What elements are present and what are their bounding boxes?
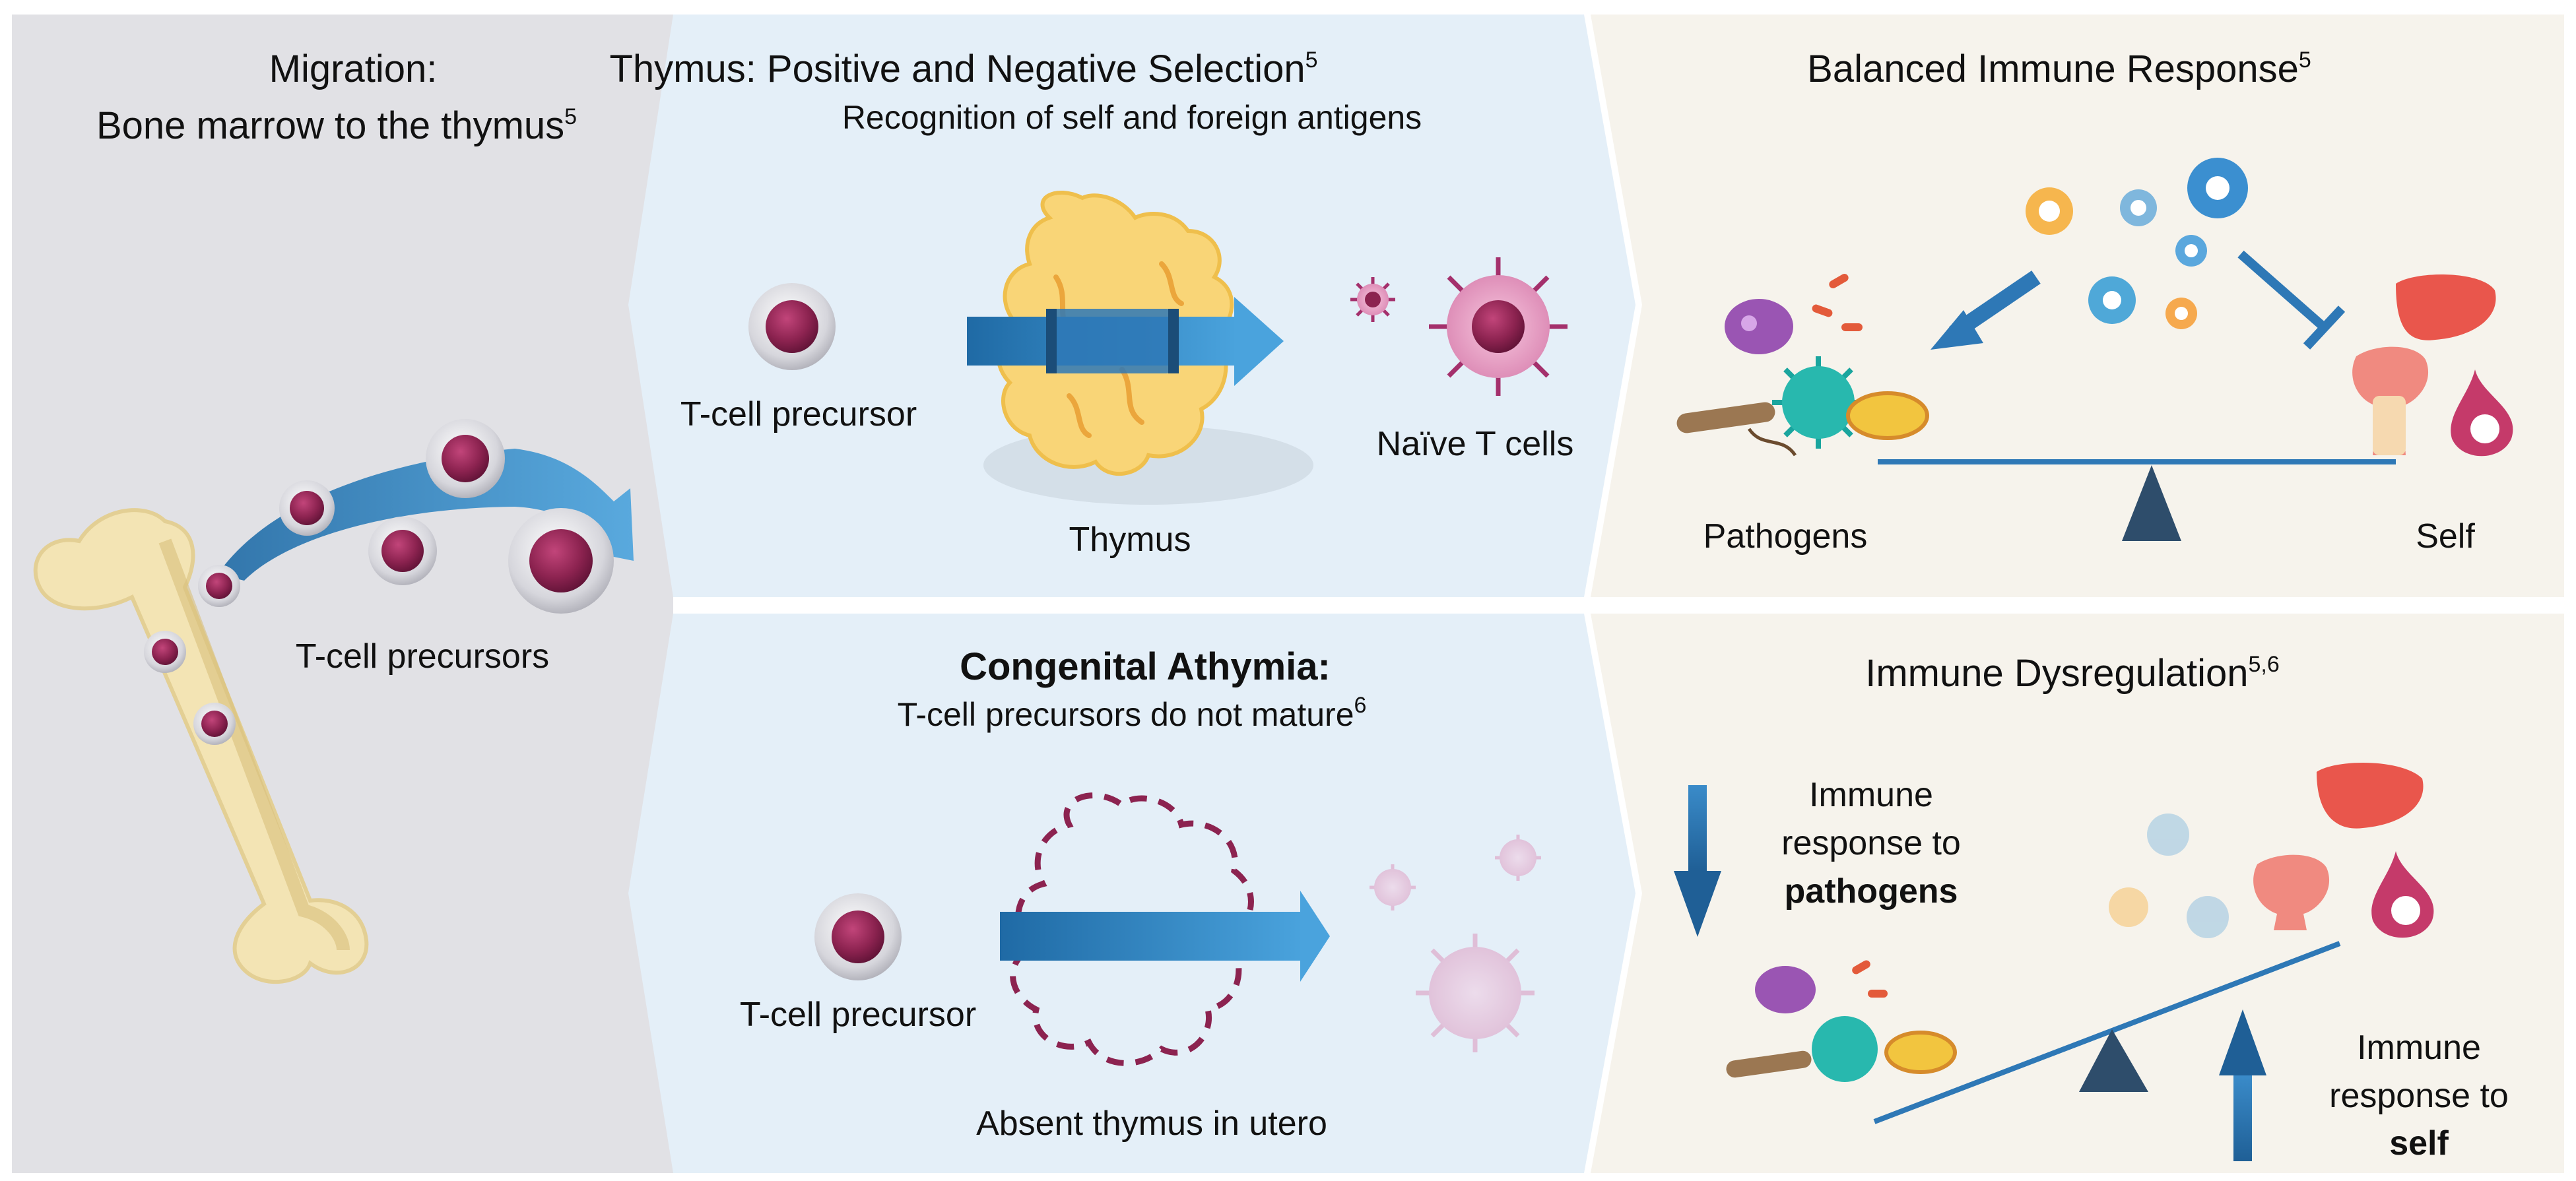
down-label-line3: pathogens	[1785, 872, 1958, 910]
down-label-line1: Immune	[1809, 776, 1933, 814]
migration-panel	[12, 15, 673, 1173]
tilted-seesaw-icon	[1873, 941, 2341, 1124]
precursor-cell-icon-athymia	[814, 893, 902, 980]
selection-precursor-label: T-cell precursor	[680, 395, 917, 433]
bone-icon	[33, 508, 369, 984]
down-arrow-icon	[1674, 785, 1721, 937]
precursor-cell-icon	[748, 283, 836, 370]
inhibit-self-bar-icon	[2237, 250, 2346, 350]
self-organs-icon	[2352, 274, 2513, 457]
up-label-line3: self	[2389, 1124, 2449, 1163]
migration-cells-label: T-cell precursors	[296, 637, 549, 676]
selection-arrow-icon	[967, 297, 1284, 386]
up-label-line2: response to	[2329, 1077, 2509, 1115]
athymia-arrow-icon	[1000, 891, 1330, 982]
absent-thymus-outline-icon	[1010, 792, 1254, 1066]
naive-cells-label: Naïve T cells	[1377, 425, 1574, 463]
faded-immune-cells-icon	[2109, 814, 2229, 938]
pathogens-label: Pathogens	[1703, 517, 1868, 556]
athymia-panel	[628, 614, 1635, 1173]
athymia-precursor-label: T-cell precursor	[740, 996, 976, 1034]
faded-t-cells-icon	[1370, 835, 1541, 1052]
immune-cells-cluster-icon	[2026, 158, 2248, 329]
migration-title-line1: Migration:	[269, 48, 438, 90]
migration-arrow-icon	[218, 449, 634, 581]
athymia-subtitle: T-cell precursors do not mature6	[898, 693, 1367, 733]
pathogens-icon	[1676, 274, 1929, 457]
balanced-seesaw-icon	[1878, 459, 2396, 541]
up-arrow-icon	[2219, 1009, 2266, 1161]
pathogens-icon-dysregulation	[1726, 960, 1957, 1082]
self-label: Self	[2416, 517, 2475, 556]
athymia-title: Congenital Athymia:	[960, 645, 1331, 688]
up-label-line1: Immune	[2357, 1029, 2481, 1067]
selection-title: Thymus: Positive and Negative Selection5	[609, 48, 1317, 90]
down-label-line2: response to	[1781, 824, 1961, 862]
balanced-panel	[1591, 15, 2564, 597]
self-organs-icon-dysregulation	[2253, 763, 2434, 938]
balanced-title: Balanced Immune Response5	[1807, 48, 2311, 90]
thymus-label: Thymus	[1069, 521, 1191, 559]
naive-t-cells-icon	[1350, 257, 1568, 396]
selection-subtitle: Recognition of self and foreign antigens	[842, 99, 1422, 136]
absent-thymus-label: Absent thymus in utero	[976, 1104, 1327, 1143]
precursor-cells-icon	[144, 419, 614, 745]
migration-title-line2: Bone marrow to the thymus5	[96, 104, 577, 147]
dysregulation-title: Immune Dysregulation5,6	[1865, 652, 2280, 695]
toward-pathogens-arrow-icon	[1931, 271, 2041, 350]
